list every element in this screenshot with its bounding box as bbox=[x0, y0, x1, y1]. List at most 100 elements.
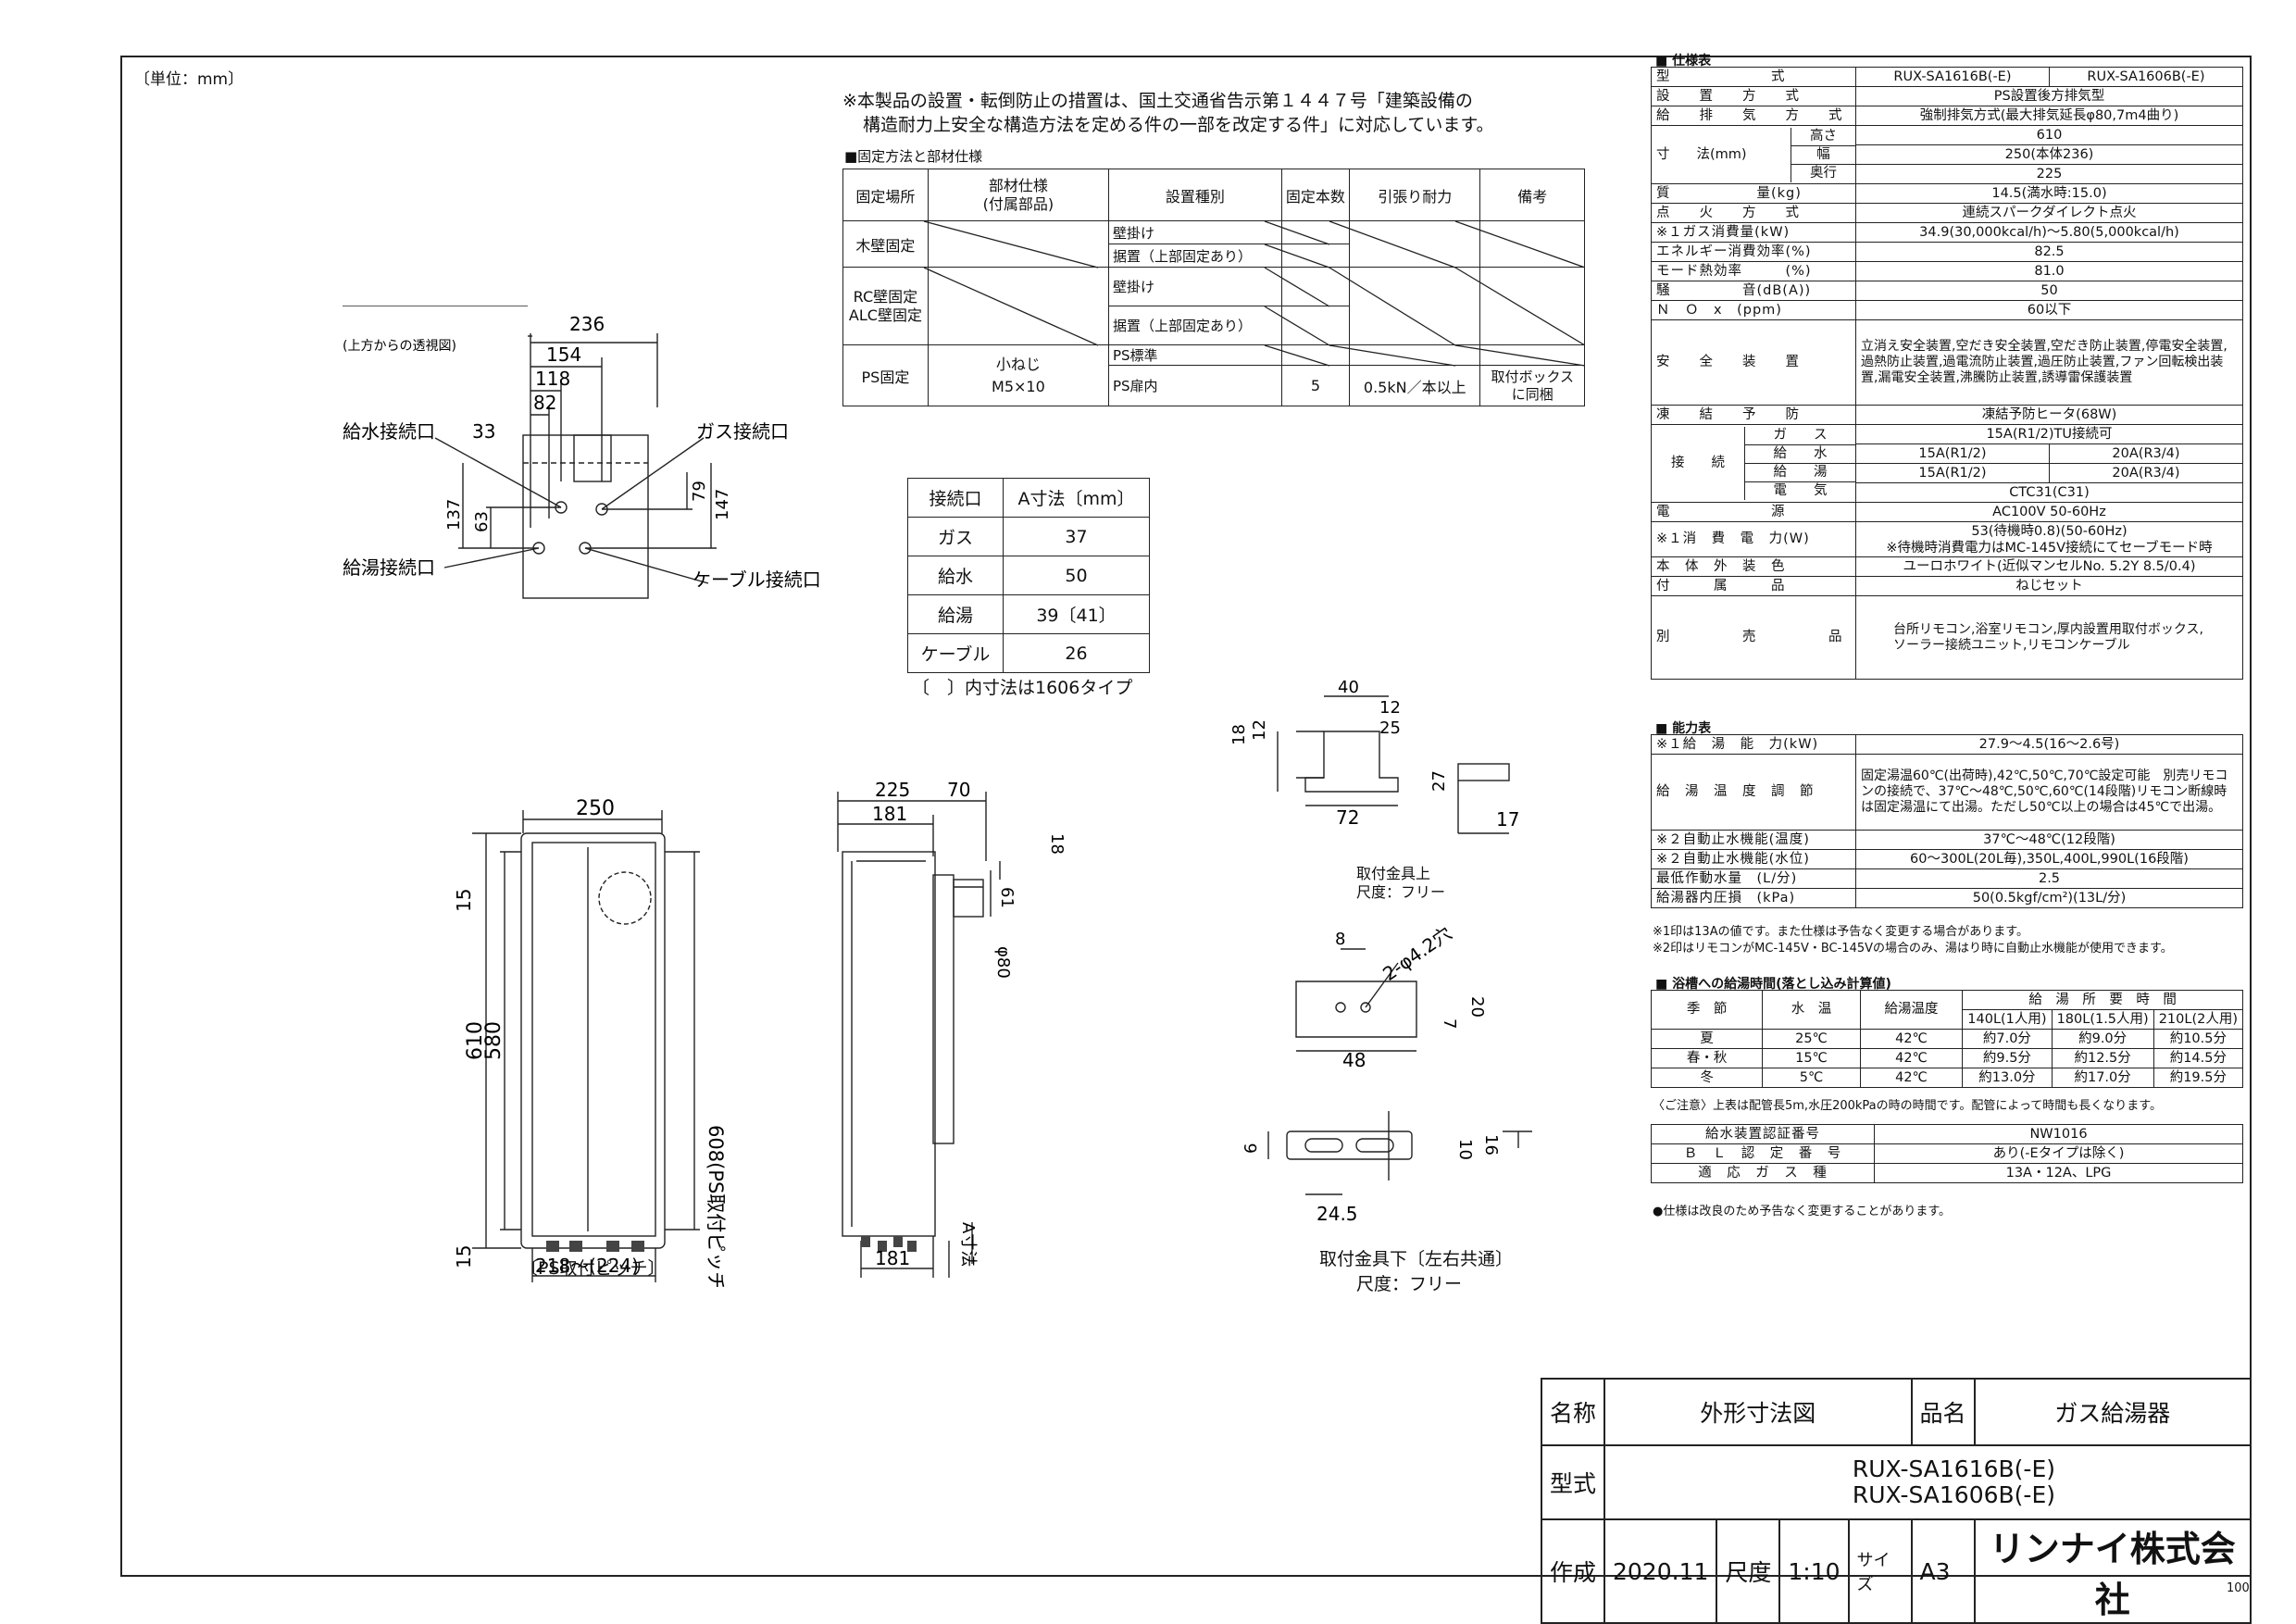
spec-row-label: モード熱効率 (%) bbox=[1651, 261, 1856, 281]
spec-power-src-label: 電 源 bbox=[1651, 502, 1856, 522]
dim-8: 8 bbox=[1335, 930, 1345, 949]
bath-cell: 春・秋 bbox=[1650, 1048, 1764, 1068]
fix-ps-place: PS固定 bbox=[842, 344, 929, 406]
bath-cell: 約9.5分 bbox=[1962, 1048, 2053, 1068]
bath-cell: 約9.0分 bbox=[2051, 1029, 2154, 1049]
spec-conn-gas-val: 15A(R1/2)TU接続可 bbox=[1855, 424, 2243, 444]
a-row-dim: 39〔41〕 bbox=[1003, 594, 1150, 634]
spec-conn-water-b: 20A(R3/4) bbox=[2048, 443, 2244, 464]
dim-33: 33 bbox=[472, 420, 495, 443]
spec-exterior-val: ユーロホワイト(近似マンセルNo. 5.2Y 8.5/0.4) bbox=[1855, 556, 2243, 577]
label-water: 給水接続口 bbox=[343, 420, 435, 443]
dim-15a: 15 bbox=[453, 889, 475, 912]
dim-6: 6 bbox=[1242, 1143, 1261, 1154]
tb-name-value: 外形寸法図 bbox=[1603, 1378, 1913, 1446]
cert-value: あり(-Eタイプは除く) bbox=[1874, 1143, 2243, 1164]
fix-h-part: 部材仕様 (付属部品) bbox=[927, 169, 1109, 221]
spec-row-label: 騒 音(dB(A)) bbox=[1651, 281, 1856, 301]
dim-17: 17 bbox=[1496, 808, 1519, 831]
dim-580: 580 bbox=[482, 1021, 505, 1060]
fix-wood-place: 木壁固定 bbox=[842, 220, 929, 268]
dim-12b: 12 bbox=[1250, 719, 1269, 741]
dim-137: 137 bbox=[444, 499, 464, 531]
fixing-slashes bbox=[923, 220, 1585, 367]
bath-title: ■ 浴槽への給湯時間(落とし込み計算値) bbox=[1655, 977, 1891, 992]
dim-118: 118 bbox=[535, 368, 570, 390]
dim-181b: 181 bbox=[875, 1247, 910, 1269]
fix-rc-t1: 壁掛け bbox=[1107, 267, 1282, 306]
spec-safety-text: 立消え安全装置,空だき安全装置,空だき防止装置,停電安全装置,過熱防止装置,過電… bbox=[1855, 319, 2243, 406]
spec-conn-elec: 電 気 bbox=[1773, 483, 1828, 498]
title-block: 名称 外形寸法図 品名 ガス給湯器 型式 RUX-SA1616B(-E) RUX… bbox=[1541, 1378, 2252, 1624]
front-view-drawing: 250 15 15 610 580 608(PS取付ピッチ) 218～(224) bbox=[453, 797, 727, 1287]
spec-row-value: 34.9(30,000kcal/h)～5.80(5,000kcal/h) bbox=[1855, 222, 2243, 243]
spec-conn-water-a: 15A(R1/2) bbox=[1855, 443, 2050, 464]
cert-label: Ｂ Ｌ 認 定 番 号 bbox=[1651, 1143, 1875, 1164]
bath-cell: 夏 bbox=[1650, 1029, 1764, 1049]
cap-label: 給湯器内圧損 (kPa) bbox=[1651, 888, 1856, 908]
spec-power-use-2: ※待機時消費電力はMC-145V接続にてセーブモード時 bbox=[1886, 540, 2213, 556]
spec-size-w-val: 250(本体236) bbox=[1855, 144, 2243, 165]
bracket-top-caption2: 尺度：フリー bbox=[1356, 883, 1446, 901]
dim-20: 20 bbox=[1467, 996, 1487, 1018]
dim-hole: 2-φ4.2穴 bbox=[1379, 926, 1455, 985]
spec-row-value: 連続スパークダイレクト点火 bbox=[1855, 203, 2243, 223]
fix-h-place: 固定場所 bbox=[842, 169, 929, 221]
cap-value: 37℃～48℃(12段階) bbox=[1855, 830, 2243, 850]
dim-18: 18 bbox=[1229, 724, 1249, 745]
dim-82: 82 bbox=[533, 392, 556, 414]
tb-scale-value: 1:10 bbox=[1778, 1518, 1850, 1624]
fix-h-force: 引張り耐力 bbox=[1349, 169, 1481, 221]
cap-value: 2.5 bbox=[1855, 868, 2243, 889]
side-view-drawing: 225 70 181 18 61 φ80 181 A寸法 bbox=[837, 779, 1067, 1278]
fix-rc-place: RC壁固定 ALC壁固定 bbox=[842, 267, 929, 345]
bath-cell: 42℃ bbox=[1859, 1048, 1964, 1068]
dim-154: 154 bbox=[546, 344, 581, 366]
fix-rc-t2: 据置（上部固定あり） bbox=[1107, 306, 1282, 345]
bath-cell: 約13.0分 bbox=[1962, 1068, 2053, 1088]
bath-table: 季 節水 温給湯温度給 湯 所 要 時 間 140L(1人用)180L(1.5人… bbox=[1650, 990, 2244, 1088]
page-number: 100 bbox=[2227, 1581, 2250, 1595]
bath-cell: 約17.0分 bbox=[2051, 1068, 2154, 1088]
tb-size-label: サイズ bbox=[1847, 1518, 1913, 1624]
notice-line-1: ※本製品の設置・転倒防止の措置は、国土交通省告示第１４４７号「建築設備の bbox=[842, 91, 1473, 111]
dim-610: 610 bbox=[464, 1021, 487, 1060]
fix-ps-count: 5 bbox=[1280, 365, 1351, 406]
bath-cell: 約7.0分 bbox=[1962, 1029, 2053, 1049]
top-view-drawing: (上方からの透視図) 236 154 118 82 33 給水接続口 ガス接続口… bbox=[343, 306, 821, 599]
a-row-dim: 26 bbox=[1003, 633, 1150, 673]
cap-temp-label: 給 湯 温 度 調 節 bbox=[1651, 754, 1856, 831]
dim-63: 63 bbox=[472, 511, 492, 532]
spec-size-h-val: 610 bbox=[1855, 125, 2243, 145]
dim-61: 61 bbox=[997, 887, 1017, 908]
tb-name-label: 名称 bbox=[1541, 1378, 1605, 1446]
a-row-port: 給湯 bbox=[907, 594, 1004, 634]
bath-cell: 5℃ bbox=[1762, 1068, 1861, 1088]
a-row-dim: 37 bbox=[1003, 517, 1150, 556]
spec-row-value: 強制排気方式(最大排気延長φ80,7m4曲り) bbox=[1855, 106, 2243, 126]
tb-model-label: 型式 bbox=[1541, 1444, 1605, 1520]
spec-conn-hot: 給 湯 bbox=[1745, 464, 1855, 482]
cert-label: 給水装置認証番号 bbox=[1651, 1124, 1875, 1144]
spec-size-label: 寸 法(mm) bbox=[1656, 146, 1747, 162]
bracket-top-drawing: 40 12 25 18 12 27 72 17 bbox=[1229, 678, 1519, 834]
bath-cell: 約14.5分 bbox=[2152, 1048, 2244, 1068]
a-row-port: ガス bbox=[907, 517, 1004, 556]
bath-h-water: 水 温 bbox=[1762, 990, 1861, 1030]
spec-sold-text: 台所リモコン,浴室リモコン,厚内設置用取付ボックス,ソーラー接続ユニット,リモコ… bbox=[1855, 595, 2243, 680]
bath-h-season: 季 節 bbox=[1650, 990, 1764, 1030]
cap-value: 60～300L(20L毎),350L,400L,990L(16段階) bbox=[1855, 849, 2243, 869]
dim-147: 147 bbox=[713, 489, 732, 520]
cert-label: 適 応 ガ ス 種 bbox=[1651, 1163, 1875, 1183]
spec-size-d-val: 225 bbox=[1855, 164, 2243, 184]
cap-value: 50(0.5kgf/cm²)(13L/分) bbox=[1855, 888, 2243, 908]
dim-218: 218～(224) bbox=[535, 1255, 639, 1277]
dim-12: 12 bbox=[1379, 698, 1401, 718]
bracket-bottom-caption1: 取付金具下〔左右共通〕 bbox=[1319, 1249, 1514, 1269]
spec-row-value: 81.0 bbox=[1855, 261, 2243, 281]
tb-model-1: RUX-SA1616B(-E) bbox=[1852, 1455, 2055, 1482]
top-caption: (上方からの透視図) bbox=[343, 339, 456, 354]
dim-10: 10 bbox=[1455, 1139, 1475, 1160]
front-caption: 〔PS取付ピッチ〕 bbox=[520, 1258, 666, 1279]
